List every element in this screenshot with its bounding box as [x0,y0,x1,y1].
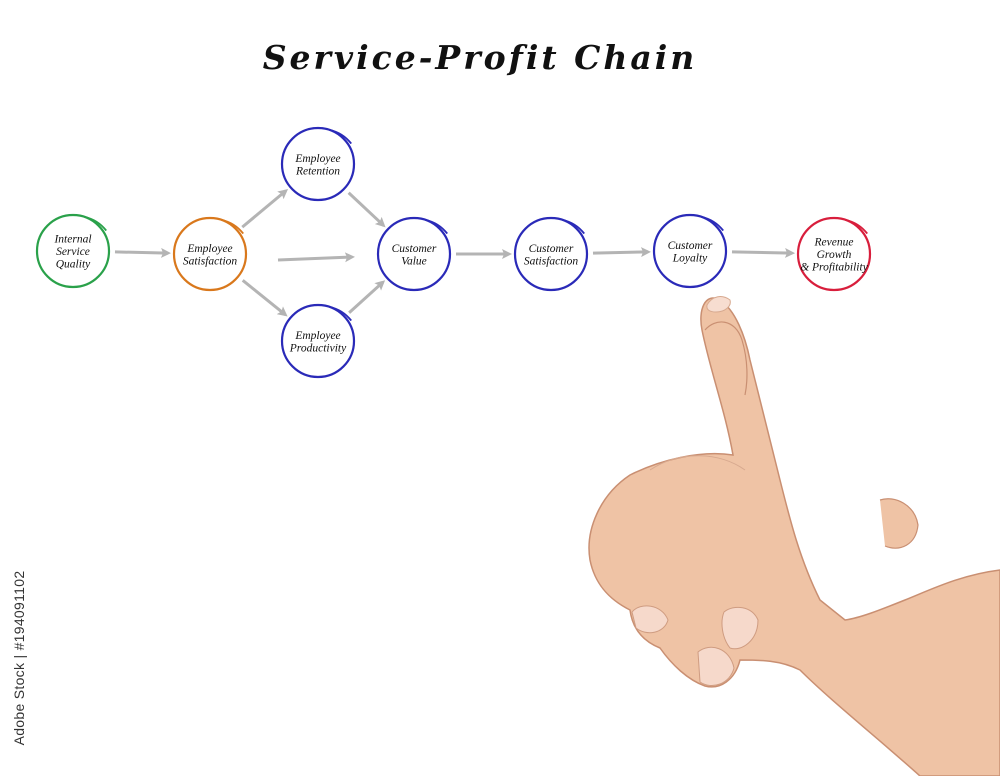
thumb [879,498,919,549]
node-label-line: Customer [392,243,437,255]
arrow-internal-service-quality-to-employee-satisfaction [114,247,172,258]
node-label-line: Customer [529,243,574,255]
arrow-customer-loyalty-to-revenue-growth-profitability [731,247,796,258]
index-finger-contour [704,321,748,396]
hand-shape [588,297,1000,776]
node-label-line: Satisfaction [183,255,238,267]
node-circle [280,303,356,379]
arrow-customer-satisfaction-to-customer-loyalty [592,247,652,258]
node-label-line: Quality [56,259,91,271]
node-label-line: Growth [817,249,852,261]
node-label-line: Retention [295,165,340,177]
node-circle [280,126,356,202]
node-label-line: Value [401,255,427,267]
fingernail-little [697,646,735,686]
fingernail-ring [721,606,759,650]
diagram-title: Service-Profit Chain [262,38,698,77]
node-label-line: Service [56,246,90,258]
node-circle-stroke-overlap [329,128,352,145]
node-circle [376,216,452,292]
node-circle-stroke-overlap [701,215,724,232]
node-label-line: Loyalty [672,252,708,264]
node-circle-stroke-overlap [329,305,352,322]
arrow-employee-retention-to-customer-value [347,191,386,228]
arrow-employee-satisfaction-to-employee-productivity [241,279,288,317]
node-circle [796,216,872,292]
fingernail-index [706,296,731,313]
node-label-line: Customer [668,240,713,252]
node-label-line: Revenue [814,237,854,249]
nodes-layer: InternalServiceQualityEmployeeSatisfacti… [35,126,872,379]
node-circle-stroke-overlap [562,218,585,235]
node-circle [513,216,589,292]
arrow-employee-productivity-to-customer-value [348,280,386,314]
arrow-employee-satisfaction-to-customer-value [277,252,355,263]
node-circle-stroke-overlap [221,218,244,235]
fingernail-middle [631,605,669,634]
arrow-employee-satisfaction-to-employee-retention [241,188,289,229]
node-circle [652,213,728,289]
node-label-line: Employee [186,243,232,255]
node-circle-stroke-overlap [425,218,448,235]
node-label-line: Satisfaction [524,255,579,267]
node-label-line: Employee [294,330,340,342]
node-circle [35,213,111,289]
node-label-line: Employee [294,153,340,165]
node-circle-stroke-overlap [84,215,107,232]
node-circle-stroke-overlap [845,218,868,235]
node-label-line: Productivity [289,342,347,354]
node-label-line: & Profitability [800,262,869,274]
arrows-layer [114,188,796,317]
knuckle-crease [649,455,746,471]
node-circle [172,216,248,292]
stock-id-text: Adobe Stock | #194091102 [11,570,27,746]
stock-id-watermark: Adobe Stock | #194091102 [6,540,32,776]
node-label-line: Internal [53,234,91,246]
